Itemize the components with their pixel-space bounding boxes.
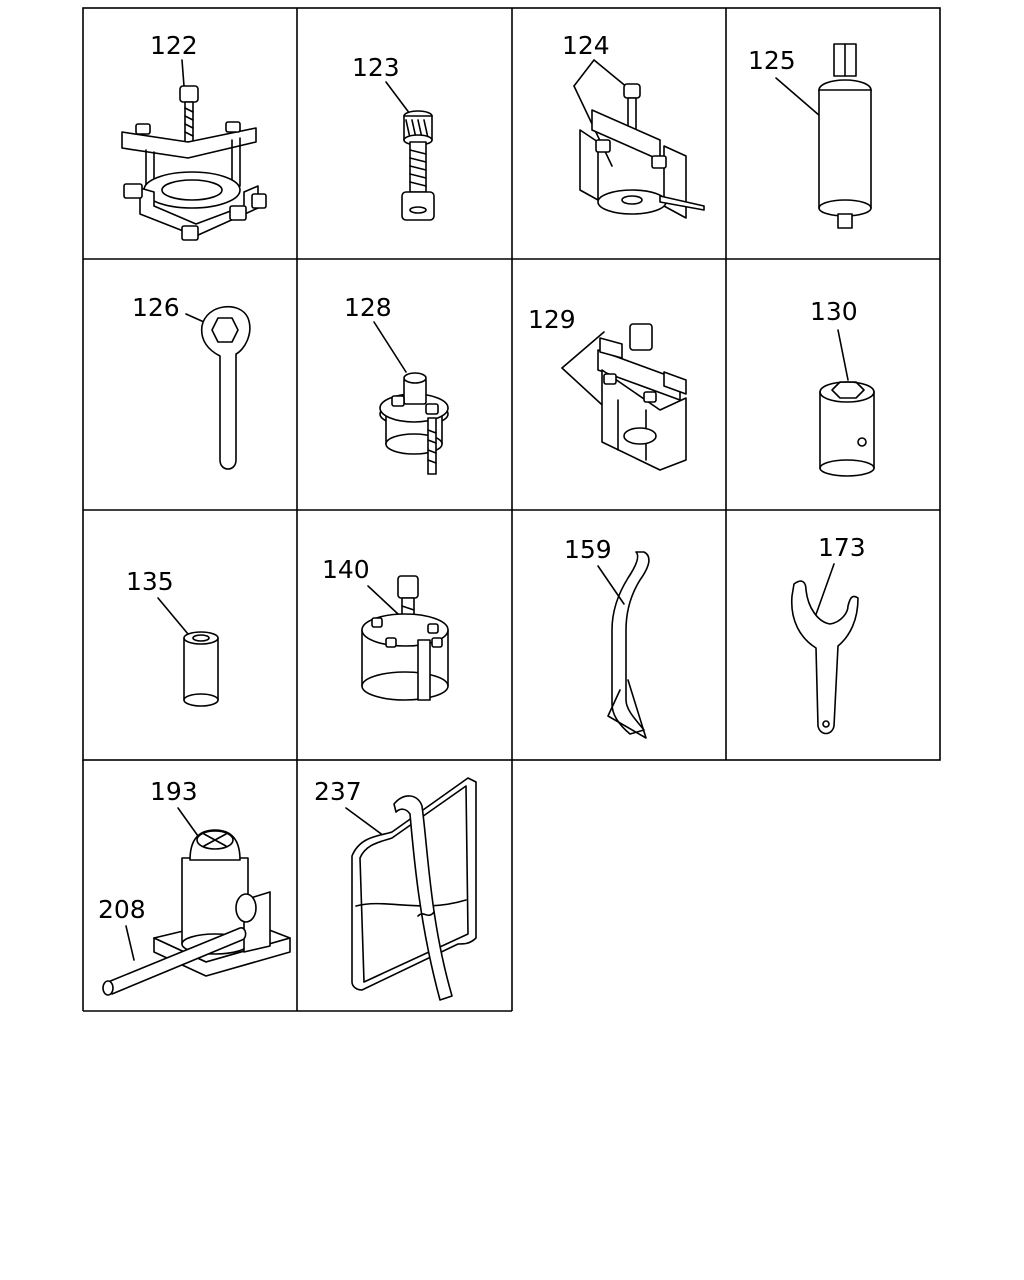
part-159-label: 159 bbox=[564, 535, 612, 564]
part-124-drawing: 124 bbox=[562, 31, 705, 219]
part-122-drawing: 122 bbox=[121, 31, 267, 241]
part-123-drawing: 123 bbox=[352, 53, 435, 221]
part-173-label: 173 bbox=[818, 533, 866, 562]
part-237-drawing: 237 bbox=[314, 777, 477, 1001]
part-193-label: 193 bbox=[150, 777, 198, 806]
part-159-drawing: 159 bbox=[564, 535, 650, 739]
part-128-drawing: 128 bbox=[344, 293, 449, 475]
part-237-label: 237 bbox=[314, 777, 362, 806]
part-126-label: 126 bbox=[132, 293, 180, 322]
part-126-drawing: 126 bbox=[132, 293, 251, 470]
part-128-label: 128 bbox=[344, 293, 392, 322]
part-130-label: 130 bbox=[810, 297, 858, 326]
grid-frame bbox=[82, 7, 941, 1012]
part-130-drawing: 130 bbox=[810, 297, 875, 477]
part-123-label: 123 bbox=[352, 53, 400, 82]
part-124-label: 124 bbox=[562, 31, 610, 60]
part-125-label: 125 bbox=[748, 46, 796, 75]
part-208-label: 208 bbox=[98, 895, 146, 924]
part-135-drawing: 135 bbox=[126, 567, 219, 707]
part-135-label: 135 bbox=[126, 567, 174, 596]
part-122-label: 122 bbox=[150, 31, 198, 60]
part-125-drawing: 125 bbox=[748, 43, 872, 229]
part-129-label: 129 bbox=[528, 305, 576, 334]
part-140-label: 140 bbox=[322, 555, 370, 584]
part-173-drawing: 173 bbox=[791, 533, 866, 735]
part-129-drawing: 129 bbox=[528, 305, 687, 471]
part-140-drawing: 140 bbox=[322, 555, 449, 701]
part-193-208-drawing: 193 208 bbox=[98, 777, 291, 996]
